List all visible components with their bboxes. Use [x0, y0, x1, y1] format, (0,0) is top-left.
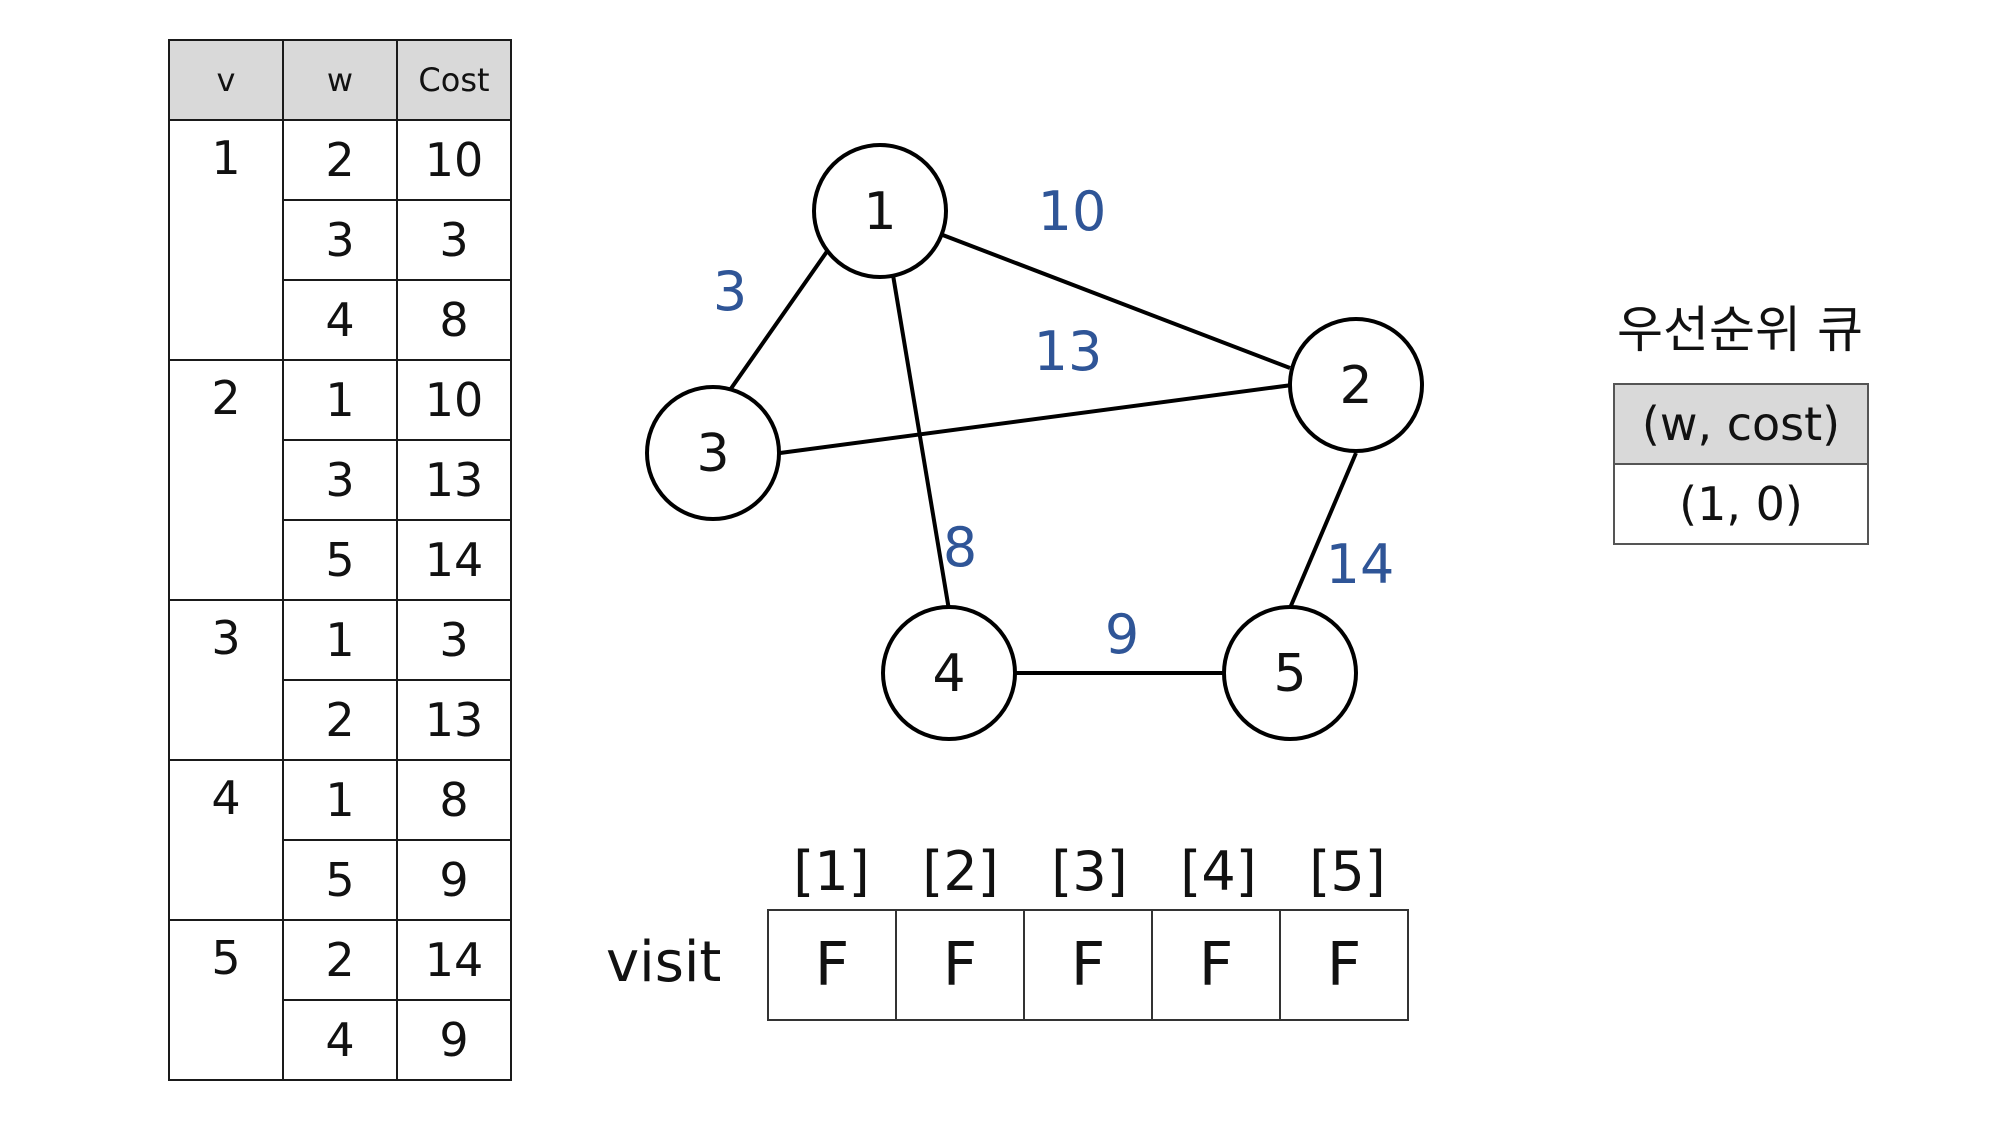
- w-cell: 2: [282, 119, 398, 201]
- cost-cell: 13: [396, 679, 512, 761]
- w-cell: 3: [282, 199, 398, 281]
- w-cell: 2: [282, 919, 398, 1001]
- header-w: w: [282, 39, 398, 121]
- graph-node: 4: [881, 605, 1017, 741]
- w-cell: 5: [282, 839, 398, 921]
- visit-cell: F: [895, 909, 1025, 1021]
- visit-cell: F: [1023, 909, 1153, 1021]
- visit-index: [3]: [1051, 840, 1128, 903]
- graph-node: 1: [812, 143, 948, 279]
- node-circle: [1222, 605, 1358, 741]
- vertex-cell: 1: [168, 119, 284, 361]
- node-label: 1: [863, 182, 896, 242]
- graph-nodes: 1 2 3 4 5: [645, 143, 1424, 741]
- cost-cell: 9: [396, 839, 512, 921]
- priority-queue-row: (1, 0): [1613, 463, 1869, 545]
- edge-2-5: [1288, 452, 1358, 609]
- table-row: 5 14: [169, 519, 512, 601]
- table-row: 5 2 14: [168, 919, 512, 1081]
- table-row: 3 13: [169, 439, 512, 521]
- w-cell: 4: [282, 279, 398, 361]
- priority-queue-header: (w, cost): [1613, 383, 1869, 465]
- visit-index: [4]: [1180, 840, 1257, 903]
- graph-node: 2: [1288, 317, 1424, 453]
- edge-weight-1-3: 3: [713, 260, 747, 323]
- cost-cell: 13: [396, 439, 512, 521]
- node-label: 3: [696, 424, 729, 484]
- w-cell: 5: [282, 519, 398, 601]
- vertex-cell: 4: [168, 759, 284, 921]
- adjacency-header-row: v w Cost: [168, 39, 512, 121]
- w-cell: 3: [282, 439, 398, 521]
- visit-index: [1]: [793, 840, 870, 903]
- edge-3-2: [779, 383, 1293, 455]
- edge-weight-3-2: 13: [1034, 320, 1103, 383]
- table-row: 2 13: [169, 679, 512, 761]
- table-row: 1 2 10: [168, 119, 512, 361]
- edge-1-4: [891, 274, 951, 611]
- visit-label: visit: [606, 930, 722, 995]
- header-cost: Cost: [396, 39, 512, 121]
- cost-cell: 3: [396, 599, 512, 681]
- priority-queue-title: 우선순위 큐: [1617, 301, 1863, 359]
- priority-queue-item: (1, 0): [1613, 463, 1869, 545]
- node-label: 2: [1339, 356, 1372, 416]
- edge-weight-1-4: 8: [943, 516, 977, 579]
- node-circle: [1288, 317, 1424, 453]
- visit-cell: F: [1151, 909, 1281, 1021]
- visit-index: [2]: [922, 840, 999, 903]
- edge-1-2: [879, 209, 1291, 370]
- table-row: 3 3: [169, 199, 512, 281]
- graph-node: 3: [645, 385, 781, 521]
- node-circle: [645, 385, 781, 521]
- graph-node: 5: [1222, 605, 1358, 741]
- w-cell: 1: [282, 359, 398, 441]
- edge-weights: 10 3 8 13 14 9: [713, 180, 1395, 666]
- visit-index: [5]: [1309, 840, 1386, 903]
- edge-weight-2-5: 14: [1326, 533, 1395, 596]
- table-row: 5 9: [169, 839, 512, 921]
- visit-cell: F: [767, 909, 897, 1021]
- graph-edges: [728, 209, 1358, 675]
- edge-weight-1-2: 10: [1038, 180, 1107, 243]
- vertex-cell: 2: [168, 359, 284, 601]
- table-row: 4 8: [169, 279, 512, 361]
- cost-cell: 10: [396, 119, 512, 201]
- table-row: 3 1 3: [168, 599, 512, 761]
- w-cell: 1: [282, 599, 398, 681]
- visit-cell: F: [1279, 909, 1409, 1021]
- edge-1-3: [728, 248, 830, 392]
- cost-cell: 9: [396, 999, 512, 1081]
- cost-cell: 14: [396, 919, 512, 1001]
- adjacency-table: v w Cost 1 2 10 3 3 4 8 2 1 10 3 13 5: [168, 39, 512, 1081]
- node-label: 4: [932, 644, 965, 704]
- w-cell: 4: [282, 999, 398, 1081]
- node-circle: [812, 143, 948, 279]
- header-v: v: [168, 39, 284, 121]
- cost-cell: 3: [396, 199, 512, 281]
- w-cell: 1: [282, 759, 398, 841]
- visit-array: F F F F F: [767, 909, 1409, 1021]
- priority-queue-header-row: (w, cost): [1613, 383, 1869, 465]
- cost-cell: 10: [396, 359, 512, 441]
- table-row: 4 9: [169, 999, 512, 1081]
- cost-cell: 8: [396, 279, 512, 361]
- w-cell: 2: [282, 679, 398, 761]
- table-row: 4 1 8: [168, 759, 512, 921]
- table-row: 2 1 10: [168, 359, 512, 601]
- node-label: 5: [1273, 644, 1306, 704]
- visit-row: F F F F F: [767, 909, 1409, 1021]
- node-circle: [881, 605, 1017, 741]
- edge-weight-4-5: 9: [1105, 603, 1139, 666]
- vertex-cell: 3: [168, 599, 284, 761]
- priority-queue-table: (w, cost) (1, 0): [1613, 383, 1869, 545]
- cost-cell: 8: [396, 759, 512, 841]
- cost-cell: 14: [396, 519, 512, 601]
- vertex-cell: 5: [168, 919, 284, 1081]
